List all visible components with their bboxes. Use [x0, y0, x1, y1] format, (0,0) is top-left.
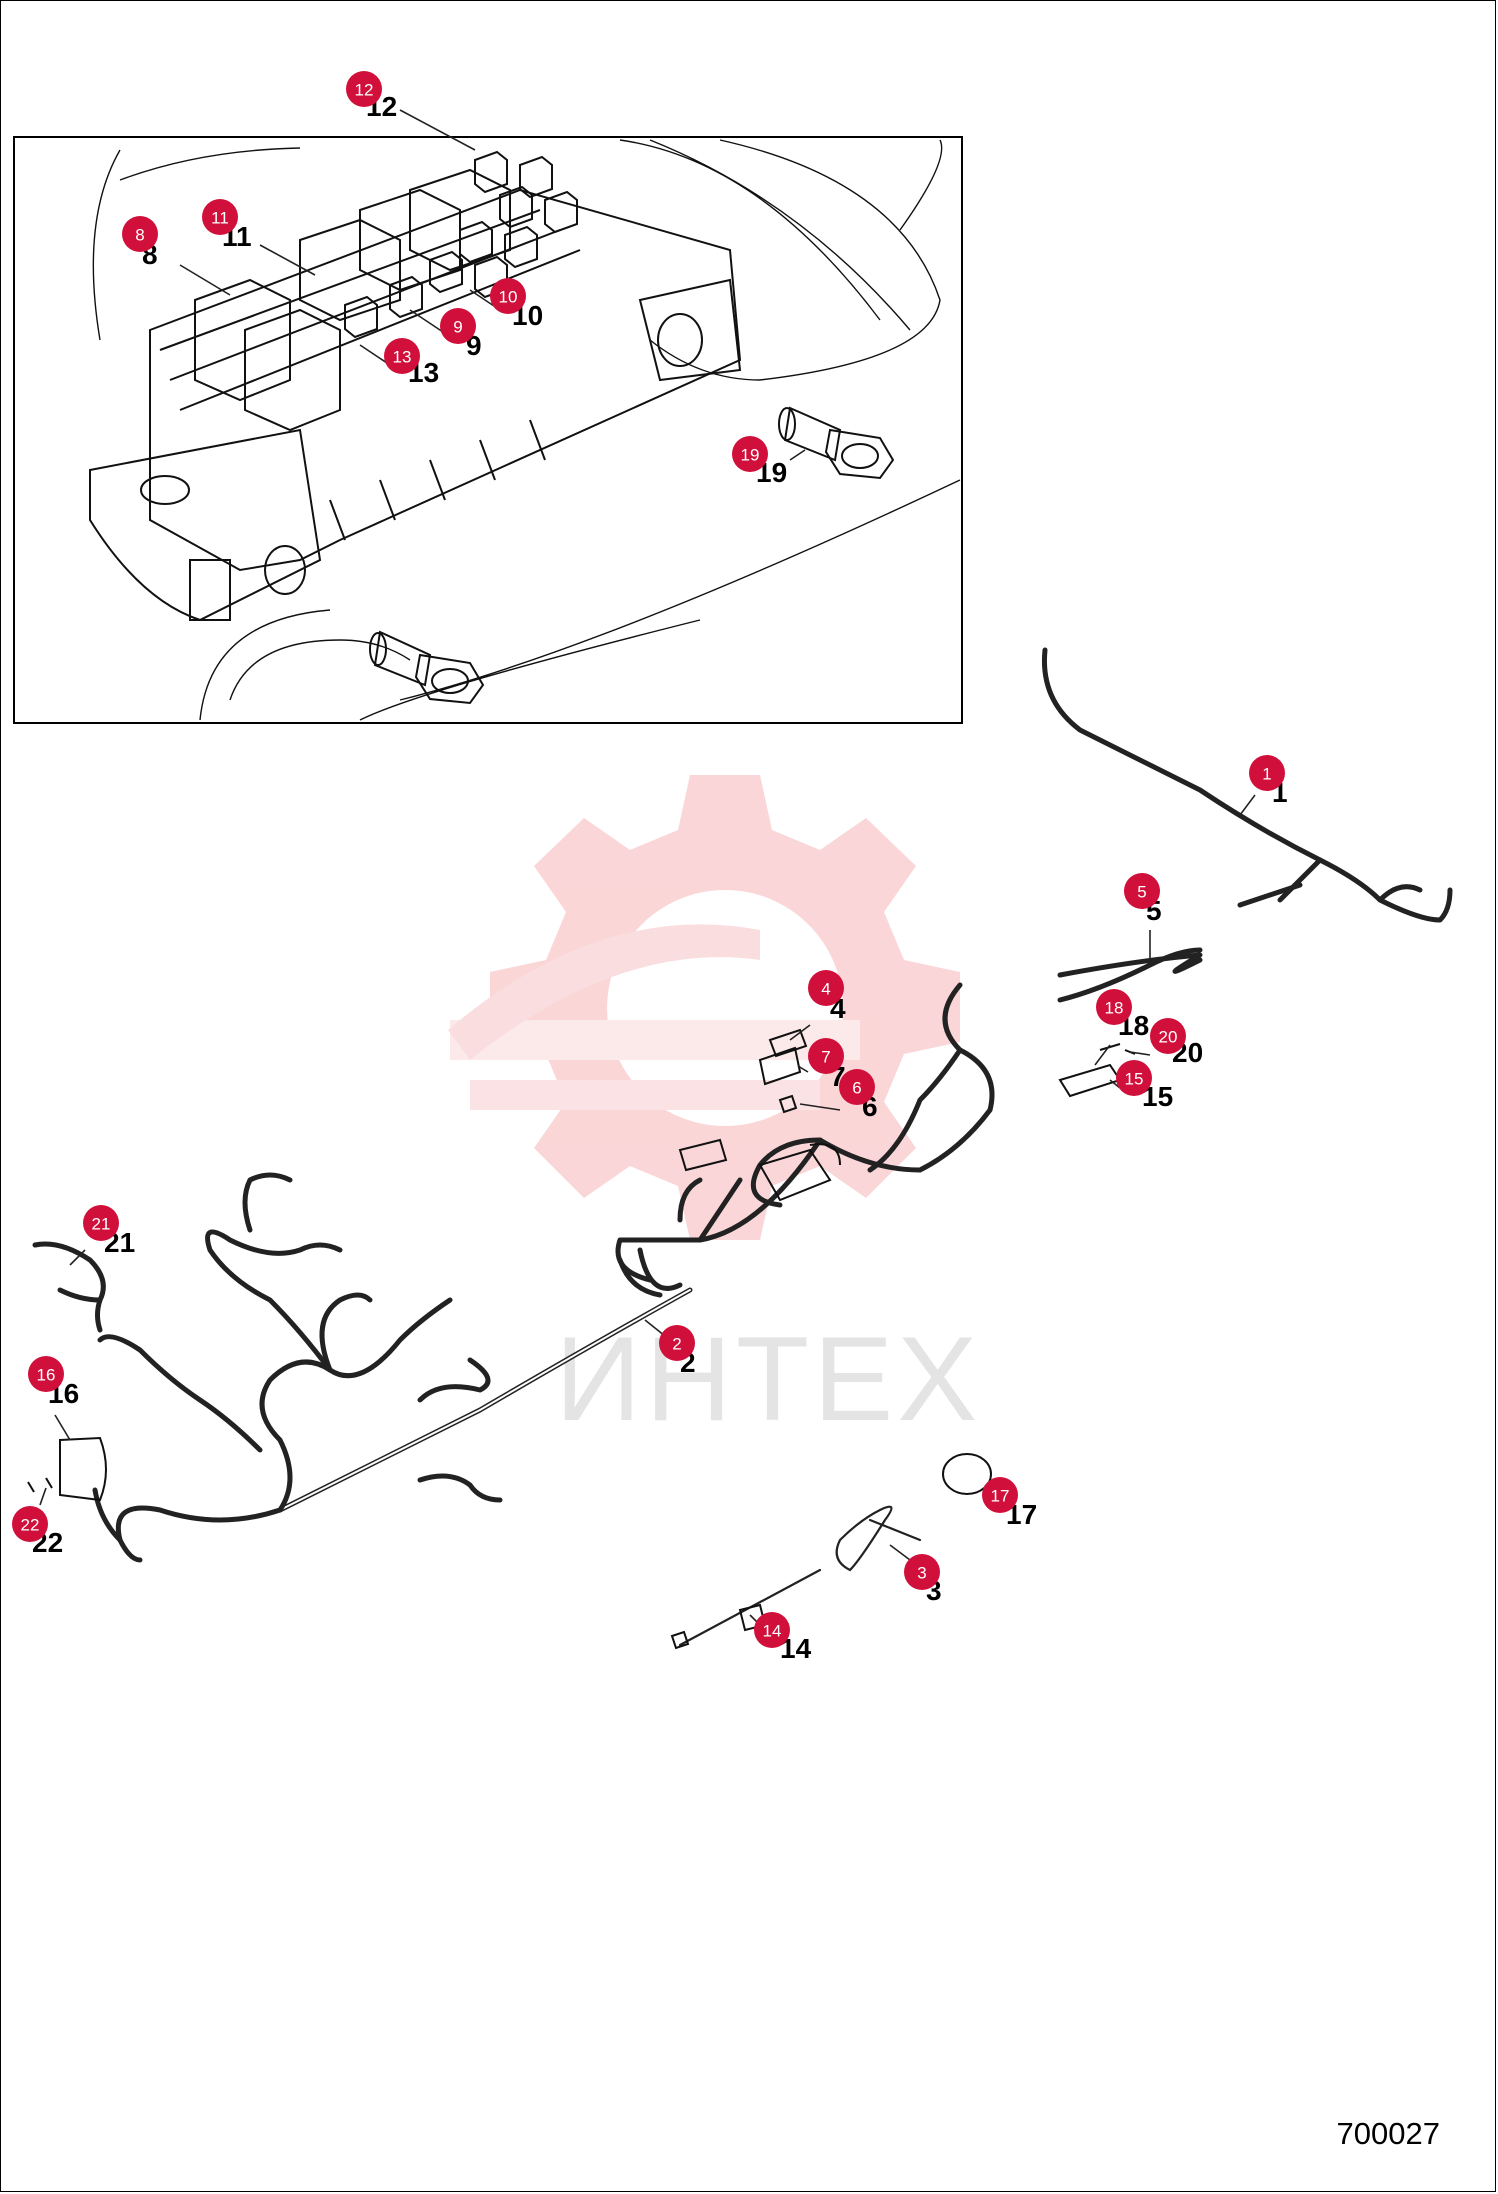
callout-badge-circle [754, 1612, 790, 1648]
callout-badge-label: 1 [1262, 765, 1271, 784]
callout-leader [889, 1544, 911, 1561]
callout-8: 88 [122, 216, 231, 296]
callout-badge-circle [346, 71, 382, 107]
callout-leader [1094, 1044, 1111, 1066]
callout-5: 55 [1124, 873, 1162, 960]
fuse [519, 155, 553, 199]
fuse [544, 190, 578, 234]
drawing-number: 700027 [1336, 2116, 1440, 2151]
callout-badge-circle [12, 1506, 48, 1542]
fuse [504, 225, 538, 269]
callout-badge-label: 12 [355, 81, 374, 100]
callout-leader [259, 244, 316, 276]
callout-badge-label: 14 [763, 1622, 782, 1641]
callout-badge-circle [28, 1356, 64, 1392]
fuse [474, 150, 508, 194]
callout-badge-label: 6 [852, 1079, 861, 1098]
callout-badge-label: 5 [1137, 883, 1146, 902]
callout-badge-circle [808, 970, 844, 1006]
fuse [344, 295, 378, 339]
callout-6: 66 [799, 1069, 878, 1122]
callout-leader [69, 1249, 86, 1266]
callout-badge-label: 17 [991, 1487, 1010, 1506]
callout-leader [1239, 794, 1256, 816]
callout-badge-label: 7 [821, 1048, 830, 1067]
callout-badge-label: 21 [92, 1215, 111, 1234]
callout-badge-label: 9 [453, 318, 462, 337]
callout-badge-circle [384, 338, 420, 374]
callout-badge-circle [1249, 755, 1285, 791]
callout-2: 22 [644, 1319, 696, 1378]
callout-badge-label: 10 [499, 288, 518, 307]
callout-leader [797, 1065, 809, 1073]
watermark-gear-logo [448, 775, 960, 1240]
callout-badge-circle [440, 308, 476, 344]
callout-badge-circle [839, 1069, 875, 1105]
callout-leader [399, 109, 476, 151]
fuse [429, 250, 463, 294]
callout-leader [179, 264, 231, 296]
fuse [499, 185, 533, 229]
callout-badge-label: 15 [1125, 1070, 1144, 1089]
callout-badge-label: 11 [211, 209, 229, 228]
callout-badge-circle [1096, 989, 1132, 1025]
watermark-text: ИНТЕХ [555, 1312, 981, 1446]
callout-badge-circle [83, 1205, 119, 1241]
callout-leader [789, 449, 806, 461]
callout-badge-circle [1124, 873, 1160, 909]
callout-badge-label: 16 [37, 1366, 56, 1385]
callout-badge-circle [1116, 1060, 1152, 1096]
callout-4: 44 [789, 970, 846, 1041]
callout-9: 99 [409, 308, 482, 361]
callout-badge-label: 22 [21, 1516, 40, 1535]
callout-badge-circle [659, 1325, 695, 1361]
callout-1: 11 [1239, 755, 1288, 816]
callout-badge-label: 20 [1159, 1028, 1178, 1047]
callout-badge-circle [732, 436, 768, 472]
callout-leader [789, 1024, 811, 1041]
callout-badge-label: 19 [741, 446, 760, 465]
callout-badge-circle [808, 1038, 844, 1074]
callout-layer: 1212111188101099131319191155447766181820… [12, 71, 1288, 1664]
fuse [459, 220, 493, 264]
callout-badge-label: 18 [1105, 999, 1124, 1018]
components [27, 1028, 1136, 1650]
callout-leader [799, 1103, 841, 1111]
callout-badge-circle [202, 199, 238, 235]
callout-badge-label: 13 [393, 348, 412, 367]
callout-badge-label: 8 [135, 226, 144, 245]
callout-leader [1129, 1051, 1151, 1056]
callout-leader [39, 1487, 47, 1506]
callout-badge-label: 3 [917, 1564, 926, 1583]
callout-badge-circle [490, 278, 526, 314]
inset-fuse-box-detail [13, 136, 963, 724]
main-harness [32, 647, 1453, 1563]
callout-badge-label: 4 [821, 980, 830, 999]
fuse [389, 275, 423, 319]
callout-badge-circle [122, 216, 158, 252]
callout-3: 33 [889, 1544, 942, 1606]
callout-badge-circle [1150, 1018, 1186, 1054]
callout-badge-label: 2 [672, 1335, 681, 1354]
callout-badge-circle [904, 1554, 940, 1590]
callout-leader [54, 1414, 71, 1441]
callout-badge-circle [982, 1477, 1018, 1513]
